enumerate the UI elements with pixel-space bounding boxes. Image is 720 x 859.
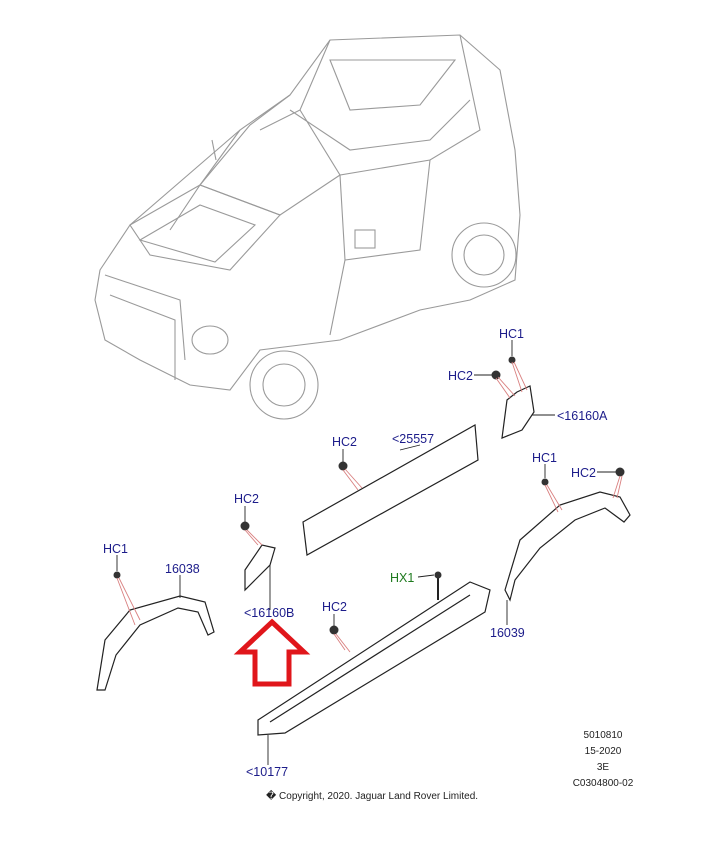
- callout-16160b: <16160B: [244, 606, 295, 620]
- diagram-info-block: 5010810 15-2020 3E C0304800-02: [560, 728, 646, 792]
- red-leader-lines: [116, 361, 623, 653]
- callout-hc2: HC2: [332, 435, 358, 449]
- parts-outlines: [96, 385, 631, 736]
- callout-hc2: HC2: [322, 600, 348, 614]
- part-10177-sill: [257, 581, 491, 736]
- callout-hx1: HX1: [390, 571, 415, 585]
- callout-hc1: HC1: [499, 327, 525, 341]
- info-line: C0304800-02: [572, 778, 634, 789]
- fasteners: [113, 356, 625, 635]
- callout-10177: <10177: [246, 765, 289, 779]
- info-line: 15-2020: [584, 746, 622, 757]
- vehicle-illustration: [94, 34, 521, 420]
- callout-hc2: HC2: [448, 369, 474, 383]
- copyright-notice: � Copyright, 2020. Jaguar Land Rover Lim…: [266, 791, 479, 802]
- black-leader-lines: [116, 340, 616, 765]
- part-16160b-bracket: [244, 544, 276, 592]
- callout-16038: 16038: [165, 562, 200, 576]
- callout-hc1: HC1: [532, 451, 558, 465]
- callout-hc2: HC2: [234, 492, 260, 506]
- info-line: 5010810: [583, 730, 623, 741]
- part-16038-arch: [96, 595, 215, 691]
- callout-hc1: HC1: [103, 542, 129, 556]
- part-25557-moulding: [302, 424, 479, 556]
- part-16160a-bracket: [501, 385, 535, 439]
- callout-hc2: HC2: [571, 466, 597, 480]
- highlight-arrow-icon: [233, 618, 311, 687]
- callout-25557: <25557: [392, 432, 435, 446]
- info-line: 3E: [596, 762, 610, 773]
- callout-16160a: <16160A: [557, 409, 608, 423]
- part-16039-arch: [504, 491, 631, 602]
- callout-16039: 16039: [490, 626, 525, 640]
